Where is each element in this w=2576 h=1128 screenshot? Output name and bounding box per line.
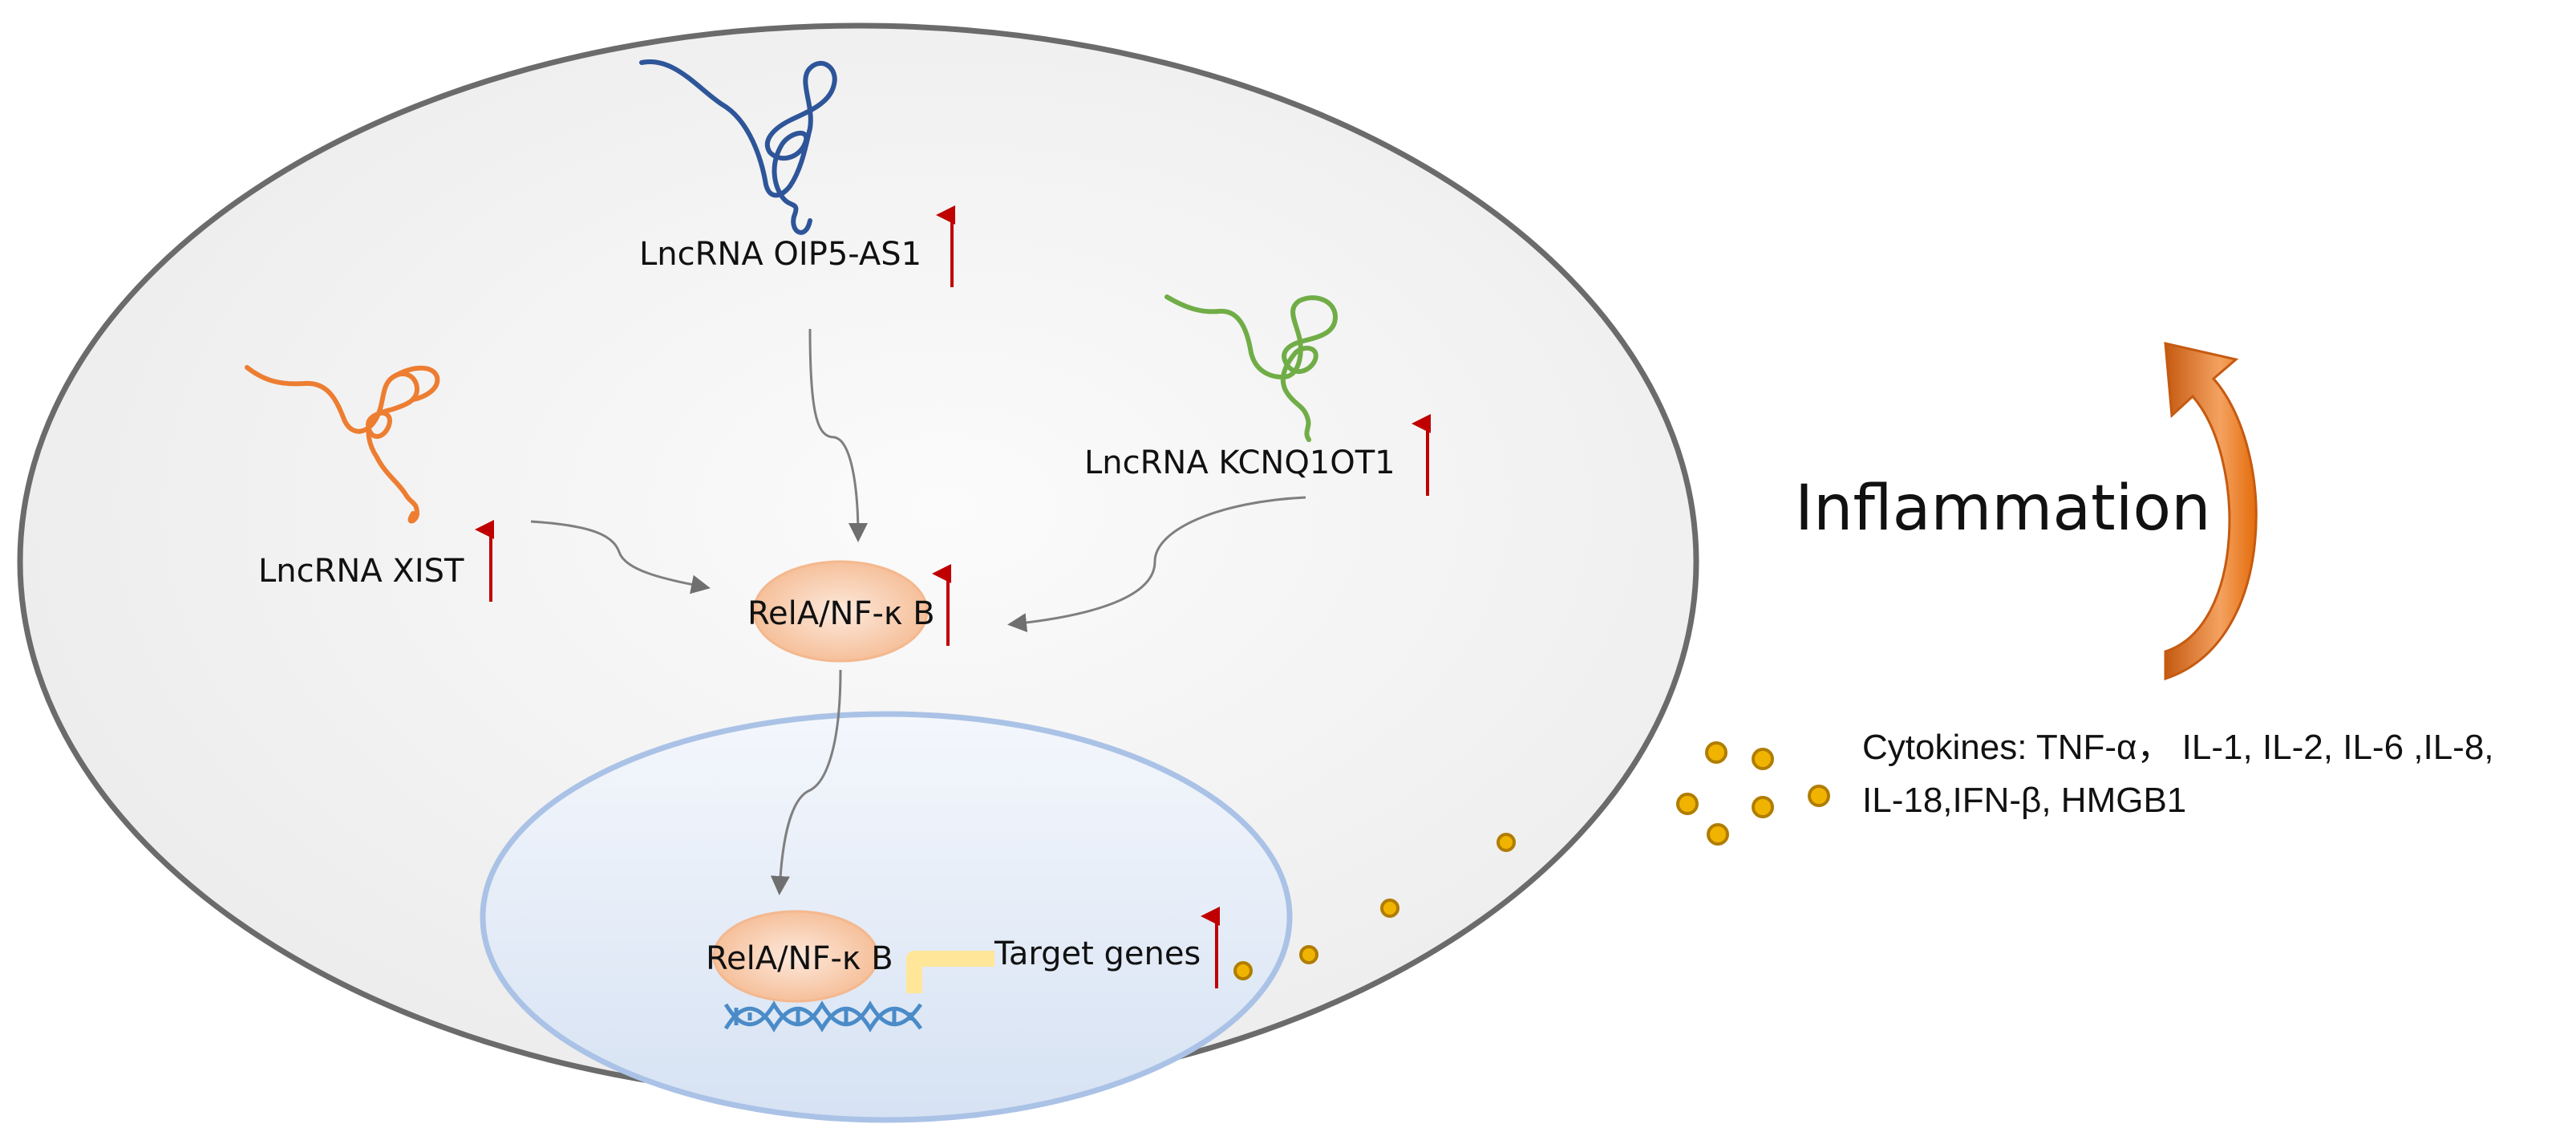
oip5-label: LncRNA OIP5-AS1: [639, 236, 921, 273]
xist-label: LncRNA XIST: [258, 553, 464, 590]
oip5-rna-icon: [639, 59, 837, 235]
nfkb-to-nucleus-arrow: [770, 669, 842, 895]
cytokine-dot: [1299, 945, 1318, 964]
cytokine-dot: [1752, 748, 1774, 770]
rela-nfkb-cytoplasm-label: RelA/NF-κ B: [747, 595, 935, 632]
target-genes-label: Target genes: [994, 935, 1201, 972]
cytokine-dot: [1676, 793, 1699, 815]
cytokine-dot: [1497, 833, 1516, 852]
kcnq-to-nfkb-arrow: [1007, 496, 1306, 633]
nucleus: [480, 711, 1293, 1123]
rela-nfkb-nucleus-label: RelA/NF-κ B: [706, 940, 893, 977]
inflammation-label: Inflammation: [1795, 473, 2211, 545]
cytokines-line-1: Cytokines: TNF-α， IL-1, IL-2, IL-6 ,IL-8…: [1862, 728, 2494, 767]
oip5-to-nfkb-arrow: [808, 328, 868, 542]
cytokine-dot: [1233, 961, 1253, 980]
cytokine-dot: [1808, 785, 1830, 807]
xist-rna-icon: [245, 365, 440, 524]
cytokine-dot: [1752, 796, 1774, 818]
rela-nfkb-cytoplasm: [752, 560, 929, 663]
rela-nfkb-nucleus: [712, 910, 879, 1003]
cytokines-line-2: IL-18,IFN-β, HMGB1: [1862, 781, 2186, 820]
dna-icon: [723, 1000, 923, 1033]
kcnq-label: LncRNA KCNQ1OT1: [1084, 444, 1395, 481]
cytokine-dot: [1707, 823, 1729, 846]
binding-link: [906, 951, 994, 993]
inflammation-arrow-icon: [2164, 342, 2258, 681]
cytokine-dot: [1380, 899, 1399, 918]
kcnq-rna-icon: [1164, 294, 1338, 442]
xist-to-nfkb-arrow: [530, 520, 711, 594]
cytokine-dot: [1705, 741, 1727, 764]
cytokine-dots: [1233, 741, 1830, 980]
